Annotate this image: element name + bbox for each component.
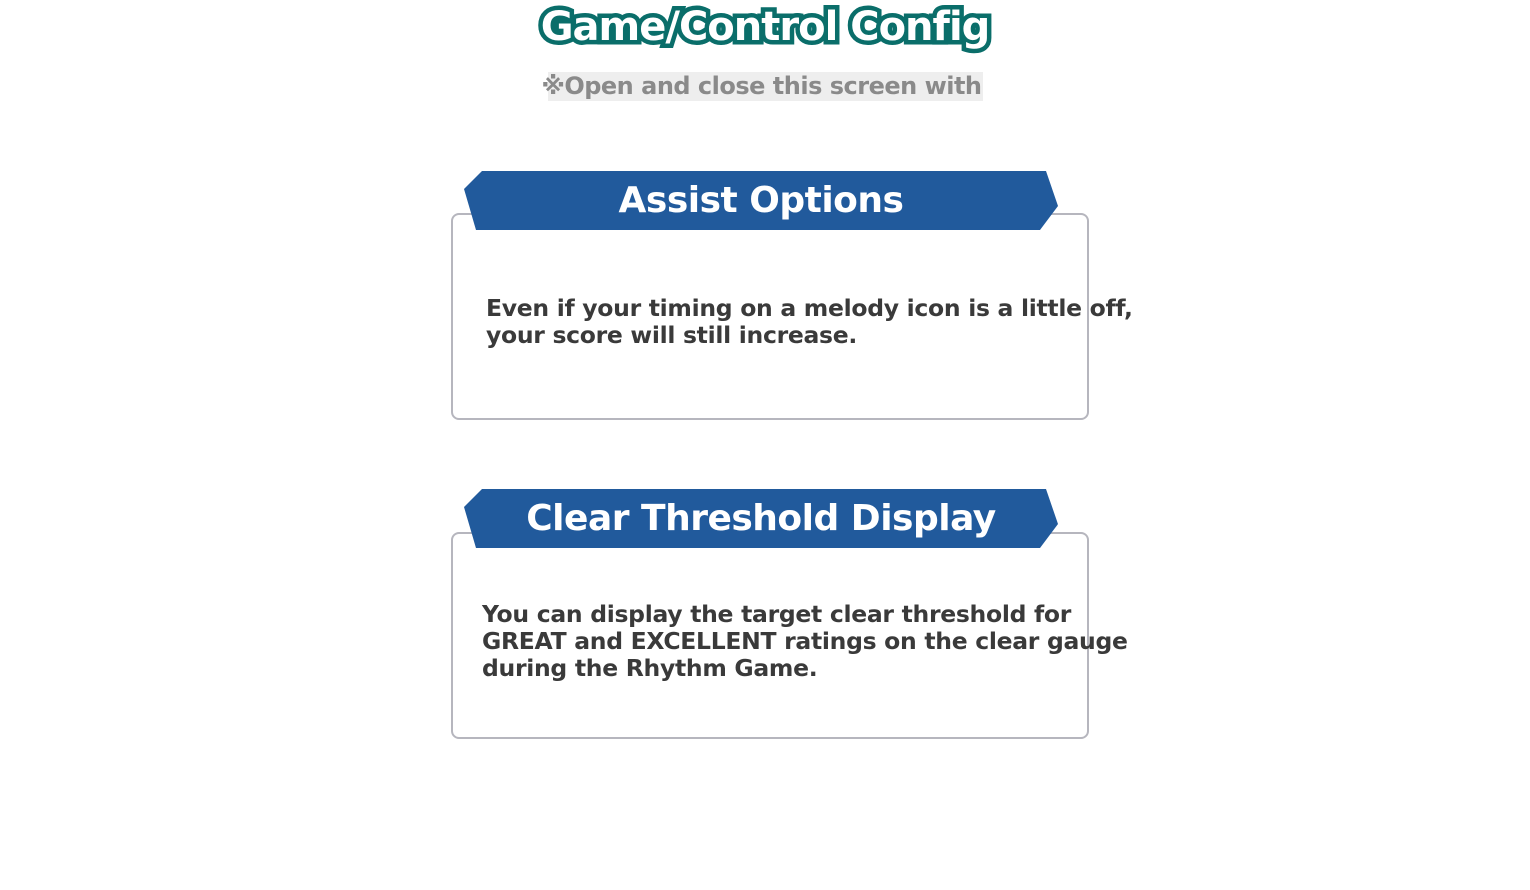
description-line: your score will still increase.: [486, 321, 858, 349]
banner-shape: [464, 489, 1058, 548]
clear-threshold-panel[interactable]: [451, 532, 1089, 739]
description-line: during the Rhythm Game.: [482, 654, 818, 682]
description-line: You can display the target clear thresho…: [482, 600, 1072, 628]
clear-threshold-heading: Clear Threshold Display: [526, 498, 996, 539]
open-close-hint: ※Open and close this screen with: [541, 72, 1006, 101]
description-line: GREAT and EXCELLENT ratings on the clear…: [482, 627, 1128, 655]
description-line: Even if your timing on a melody icon is …: [486, 294, 1133, 322]
assist-options-banner: Assist Options: [464, 171, 1058, 230]
clear-threshold-description: You can display the target clear thresho…: [482, 601, 1128, 682]
clear-threshold-banner: Clear Threshold Display: [464, 489, 1058, 548]
assist-options-panel[interactable]: [451, 213, 1089, 420]
page-title: Game/Control Config: [536, 0, 995, 55]
assist-options-heading: Assist Options: [618, 180, 904, 221]
banner-shape: [464, 171, 1058, 230]
assist-options-description: Even if your timing on a melody icon is …: [486, 295, 1133, 349]
open-close-hint-text: ※Open and close this screen with: [541, 72, 982, 100]
